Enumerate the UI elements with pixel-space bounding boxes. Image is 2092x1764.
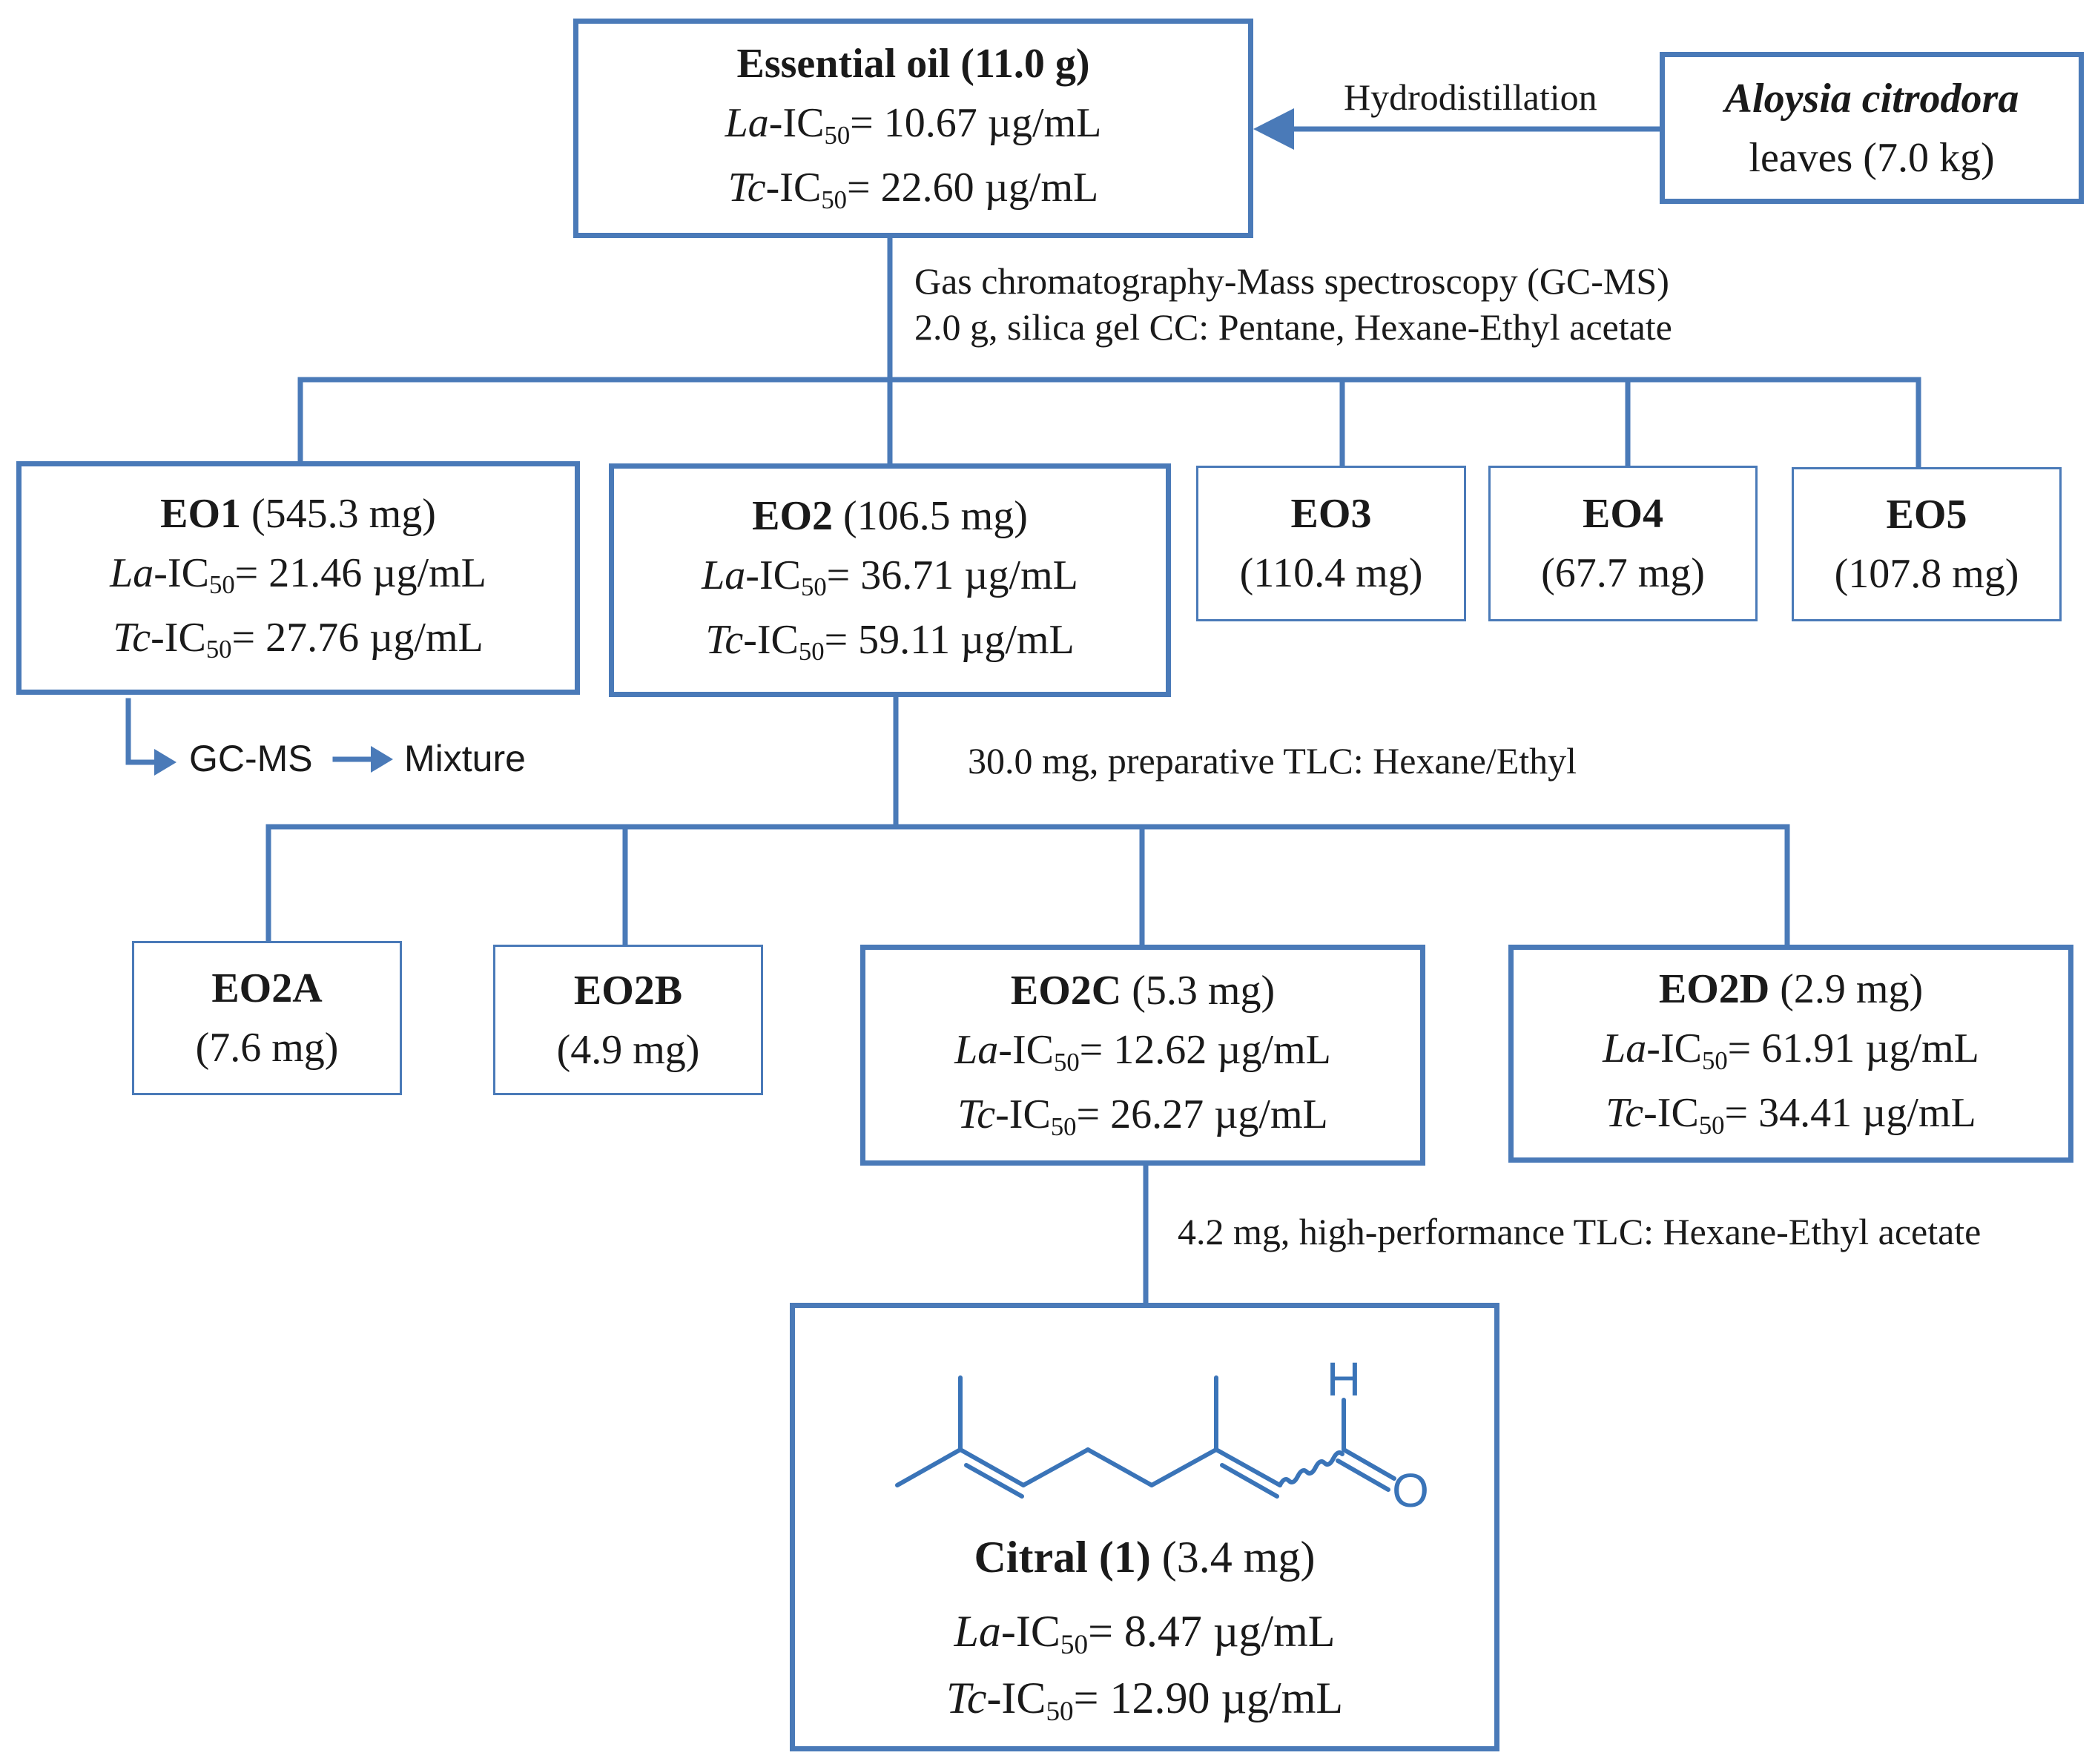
eo2-box: EO2 (106.5 mg) La-IC50= 36.71 µg/mL Tc-I… (609, 463, 1171, 697)
eo2-title: EO2 (106.5 mg) (752, 492, 1028, 539)
eo3-mass: (110.4 mg) (1239, 550, 1423, 596)
eo2b-mass: (4.9 mg) (556, 1026, 700, 1073)
eo4-mass: (67.7 mg) (1541, 550, 1705, 596)
eo4-box: EO4 (67.7 mg) (1488, 466, 1758, 621)
eo3-title: EO3 (1290, 491, 1372, 537)
source-box: Aloysia citrodora leaves (7.0 kg) (1660, 52, 2084, 204)
eo3-box: EO3 (110.4 mg) (1196, 466, 1466, 621)
eo1-title: EO1 (545.3 mg) (160, 490, 436, 537)
eo1-tc: Tc-IC50= 27.76 µg/mL (113, 614, 484, 664)
citral-title: Citral (1) (3.4 mg) (974, 1533, 1316, 1582)
eo2c-tc: Tc-IC50= 26.27 µg/mL (957, 1091, 1328, 1141)
atom-h: H (1327, 1352, 1361, 1406)
essential-oil-title: Essential oil (11.0 g) (736, 41, 1090, 87)
essential-oil-box: Essential oil (11.0 g) La-IC50= 10.67 µg… (573, 19, 1253, 238)
essential-oil-tc: Tc-IC50= 22.60 µg/mL (727, 165, 1099, 214)
eo1-mixture-label: Mixture (404, 738, 526, 779)
eo2b-box: EO2B (4.9 mg) (493, 945, 763, 1095)
eo2c-title: EO2C (5.3 mg) (1010, 968, 1276, 1014)
eo2d-box: EO2D (2.9 mg) La-IC50= 61.91 µg/mL Tc-IC… (1508, 945, 2073, 1163)
eo1-gcms-label: GC-MS (189, 738, 313, 779)
eo1-box: EO1 (545.3 mg) La-IC50= 21.46 µg/mL Tc-I… (16, 461, 580, 695)
eo1-la: La-IC50= 21.46 µg/mL (110, 549, 486, 600)
eo5-mass: (107.8 mg) (1834, 551, 2019, 597)
hptlc-step-label: 4.2 mg, high-performance TLC: Hexane-Eth… (1178, 1211, 1982, 1252)
eo1-elbow-arrowhead (154, 749, 176, 776)
cc-step-line2: 2.0 g, silica gel CC: Pentane, Hexane-Et… (914, 306, 1672, 348)
eo5-box: EO5 (107.8 mg) (1792, 467, 2062, 621)
eo2-la: La-IC50= 36.71 µg/mL (702, 552, 1078, 602)
eo2d-tc: Tc-IC50= 34.41 µg/mL (1606, 1090, 1976, 1140)
citral-tc: Tc-IC50= 12.90 µg/mL (946, 1674, 1344, 1728)
eo2b-title: EO2B (573, 967, 683, 1014)
eo4-title: EO4 (1583, 491, 1663, 537)
essential-oil-la: La-IC50= 10.67 µg/mL (725, 100, 1102, 150)
eo2a-mass: (7.6 mg) (195, 1025, 339, 1071)
citral-la: La-IC50= 8.47 µg/mL (954, 1607, 1336, 1661)
eo2c-la: La-IC50= 12.62 µg/mL (954, 1027, 1331, 1077)
citral-box (790, 1303, 1499, 1751)
eo2-tc: Tc-IC50= 59.11 µg/mL (705, 616, 1075, 667)
tlc-step-label: 30.0 mg, preparative TLC: Hexane/Ethyl (968, 740, 1577, 782)
source-title: Aloysia citrodora (1724, 75, 2019, 122)
eo1-elbow-line (125, 698, 162, 765)
eo2a-title: EO2A (211, 965, 323, 1011)
hydrodistillation-arrowhead (1253, 108, 1294, 150)
atom-o: O (1392, 1464, 1429, 1517)
gcms-arrowhead (371, 746, 393, 773)
eo5-title: EO5 (1886, 492, 1967, 538)
cc-step-line1: Gas chromatography-Mass spectroscopy (GC… (914, 260, 1669, 302)
eo2d-title: EO2D (2.9 mg) (1658, 966, 1924, 1012)
hydrodistillation-label: Hydrodistillation (1344, 76, 1597, 118)
eo2d-la: La-IC50= 61.91 µg/mL (1603, 1025, 1979, 1075)
eo2c-box: EO2C (5.3 mg) La-IC50= 12.62 µg/mL Tc-IC… (860, 945, 1425, 1166)
source-detail: leaves (7.0 kg) (1749, 134, 1995, 181)
eo2a-box: EO2A (7.6 mg) (132, 941, 402, 1095)
